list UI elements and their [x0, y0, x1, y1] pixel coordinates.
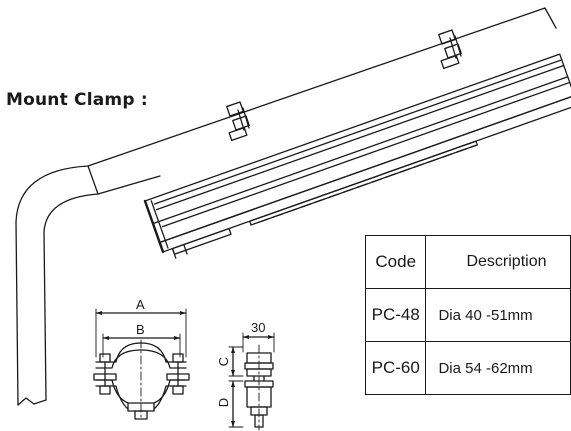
- clamp-spec-table: Code Description PC-48 Dia 40 -51mm PC-6…: [364, 235, 571, 395]
- clamp-side-view: [228, 332, 275, 431]
- dimension-label-width: 30: [251, 320, 266, 335]
- column-header-description: Description: [425, 235, 571, 289]
- arm-clamp-right: [438, 29, 462, 70]
- table-cell-description: Dia 40 -51mm: [425, 288, 571, 342]
- arm-clamp-left: [226, 101, 250, 142]
- table-cell-code: PC-60: [364, 341, 427, 395]
- column-header-code: Code: [364, 235, 427, 289]
- table-cell-code: PC-48: [364, 288, 427, 342]
- table-header-row: Code Description: [364, 235, 571, 289]
- pole-arm: [15, 7, 557, 406]
- table-row: PC-48 Dia 40 -51mm: [364, 288, 571, 342]
- table-cell-description: Dia 54 -62mm: [425, 341, 571, 395]
- table-row: PC-60 Dia 54 -62mm: [364, 341, 571, 395]
- dimension-label-c: C: [216, 356, 232, 367]
- dimension-label-a: A: [136, 297, 145, 312]
- clamp-front-view: [93, 308, 190, 421]
- luminaire-body: [143, 53, 571, 259]
- mount-clamp-title: Mount Clamp :: [6, 90, 148, 110]
- dimension-label-d: D: [216, 397, 232, 408]
- dimension-label-b: B: [136, 322, 145, 337]
